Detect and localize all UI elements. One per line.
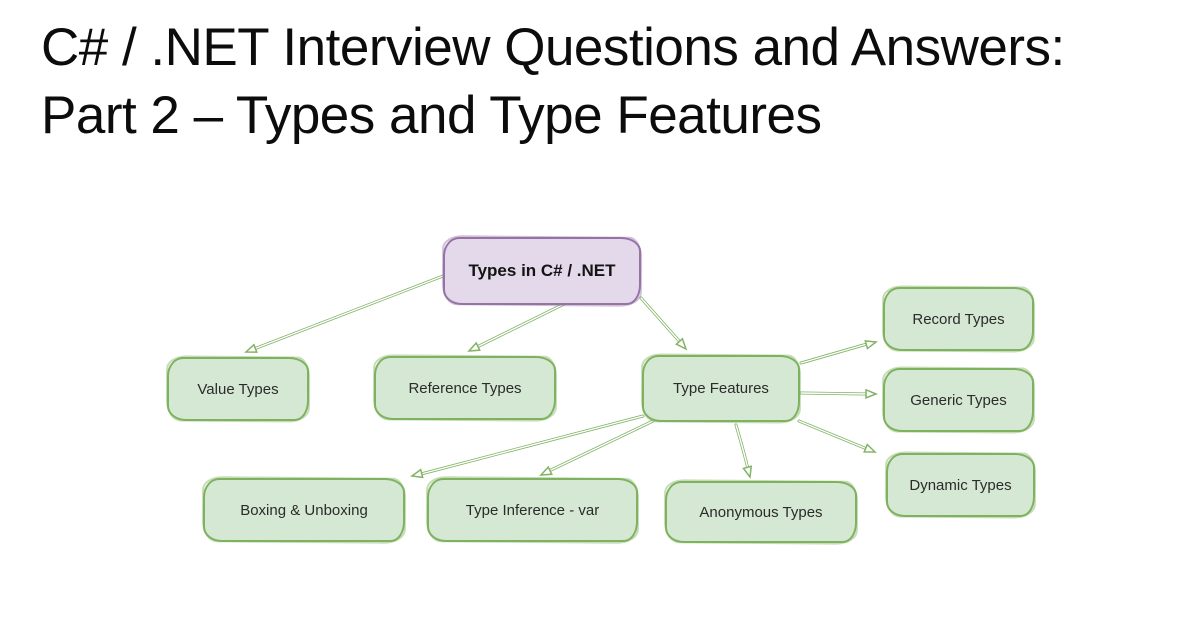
page-title-line-2: Part 2 – Types and Type Features [41, 85, 822, 145]
node-type-features-label: Type Features [673, 380, 769, 397]
node-boxing-unboxing: Boxing & Unboxing [203, 478, 405, 542]
node-reference-types-label: Reference Types [408, 379, 522, 397]
node-value-types-label: Value Types [197, 380, 279, 398]
node-anonymous-types-label: Anonymous Types [699, 503, 823, 521]
node-reference-types: Reference Types [374, 356, 556, 420]
node-types-in-csharp-net-label: Types in C# / .NET [468, 261, 616, 280]
edge-type-features-to-boxing-unboxing [410, 414, 645, 479]
edge-type-features-to-dynamic-types [797, 419, 877, 453]
edge-root-to-reference-types [467, 301, 568, 352]
node-generic-types: Generic Types [883, 368, 1034, 432]
node-dynamic-types-label: Dynamic Types [909, 476, 1012, 494]
node-generic-types-label: Generic Types [910, 391, 1007, 409]
node-record-types: Record Types [883, 287, 1034, 351]
node-boxing-unboxing-label: Boxing & Unboxing [240, 501, 368, 519]
node-dynamic-types: Dynamic Types [886, 453, 1035, 517]
page-title-line-1: C# / .NET Interview Questions and Answer… [41, 18, 1065, 77]
edge-type-features-to-type-inference [539, 419, 655, 476]
node-type-inference-var-label: Type Inference - var [465, 501, 600, 519]
node-anonymous-types: Anonymous Types [665, 481, 857, 543]
node-record-types-label: Record Types [912, 310, 1005, 328]
edge-type-features-to-record-types [799, 339, 878, 365]
node-value-types: Value Types [167, 357, 309, 421]
node-type-features: Type Features [642, 355, 800, 422]
edge-type-features-to-generic-types [799, 388, 879, 399]
edge-root-to-value-types [244, 274, 445, 353]
edge-type-features-to-anonymous-types [734, 423, 753, 479]
edge-root-to-type-features [639, 296, 688, 351]
node-type-inference-var: Type Inference - var [427, 478, 638, 542]
node-types-in-csharp-net: Types in C# / .NET [443, 237, 641, 305]
page-title: C# / .NET Interview Questions and Answer… [41, 14, 1181, 150]
